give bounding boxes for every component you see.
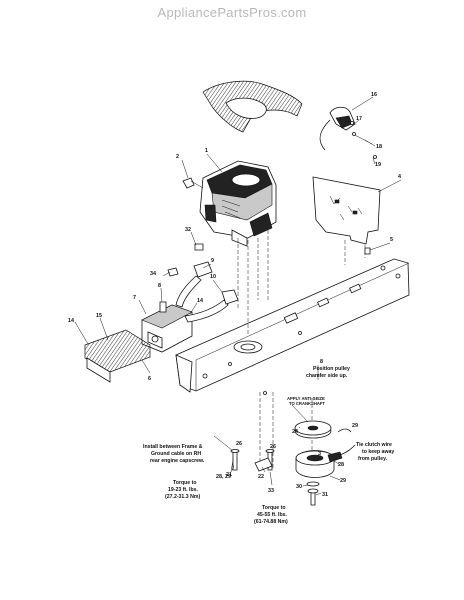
muffler-guard <box>84 329 151 383</box>
note-torque2-3: (61-74.88 Nm) <box>254 519 288 525</box>
callout-24: 24 <box>292 429 298 435</box>
callout-33: 33 <box>268 488 274 494</box>
note-clutch-wire-1: Tie clutch wire <box>356 442 392 448</box>
callout-14b: 14 <box>197 298 203 304</box>
callouts: 1 2 4 5 6 7 8 8 9 10 14 14 15 16 17 18 1… <box>68 92 401 498</box>
ignition-switch <box>319 106 373 151</box>
note-torque2-2: 45-55 ft. lbs. <box>257 512 288 518</box>
engine-shroud-cover <box>202 80 303 133</box>
callout-18: 18 <box>376 144 382 150</box>
callout-29: 29 <box>352 423 358 429</box>
note-torque1-3: (27.2-31.3 Nm) <box>165 494 200 500</box>
callout-8b: 8 <box>320 359 323 365</box>
note-anti-seize-2: TO CRANKSHAFT <box>289 401 325 406</box>
note-torque1-1: Torque to <box>173 480 197 486</box>
callout-9: 9 <box>211 258 214 264</box>
callout-14: 14 <box>68 318 74 324</box>
callout-8: 8 <box>158 283 161 289</box>
heat-shield <box>312 176 381 245</box>
callout-28-29: 28, 29 <box>216 474 231 480</box>
callout-31: 31 <box>322 492 328 498</box>
callout-10: 10 <box>210 274 216 280</box>
note-clutch-wire-2: to keep away <box>362 449 394 455</box>
alignment-lines <box>237 230 366 470</box>
callout-17: 17 <box>356 116 362 122</box>
callout-26: 26 <box>236 441 242 447</box>
engine-pulley <box>294 420 332 439</box>
tractor-frame <box>175 258 410 393</box>
note-torque2-1: Torque to <box>262 505 286 511</box>
electric-clutch <box>295 444 356 478</box>
callout-2: 2 <box>176 154 179 160</box>
note-position-pulley-1: Position pulley <box>313 366 350 372</box>
note-clutch-wire-3: from pulley. <box>358 456 388 462</box>
callout-28: 28 <box>338 462 344 468</box>
note-anti-seize-1: APPLY ANTI-SEIZE <box>287 396 325 401</box>
callout-15: 15 <box>96 313 102 319</box>
callout-1: 1 <box>205 148 208 154</box>
callout-5: 5 <box>390 237 393 243</box>
callout-21: 21 <box>226 472 232 478</box>
callout-7: 7 <box>133 295 136 301</box>
callout-3: 3 <box>318 451 321 457</box>
note-install-1: Install between Frame & <box>143 444 203 450</box>
callout-32: 32 <box>185 227 191 233</box>
callout-6: 6 <box>148 376 151 382</box>
callout-34: 34 <box>150 271 156 277</box>
fuel-fitting <box>182 177 204 189</box>
muffler <box>141 304 193 353</box>
callout-22: 22 <box>258 474 264 480</box>
assembly-notes: Position pulley chamfer side up. APPLY A… <box>143 366 394 525</box>
engine-block <box>199 160 277 247</box>
callout-19: 19 <box>375 162 381 168</box>
callout-29b: 29 <box>340 478 346 484</box>
note-install-3: rear engine capscrew. <box>150 458 205 464</box>
watermark-text: AppliancePartsPros.com <box>158 5 307 20</box>
exhaust-pipes <box>175 261 239 323</box>
callout-30: 30 <box>296 484 302 490</box>
note-position-pulley-2: chamfer side up. <box>306 373 348 379</box>
leader-lines <box>74 96 402 496</box>
hardware-fasteners <box>159 121 377 506</box>
callout-26b: 26 <box>270 444 276 450</box>
callout-16: 16 <box>371 92 377 98</box>
callout-4: 4 <box>398 174 401 180</box>
note-install-2: Ground cable on RH <box>151 451 201 457</box>
note-torque1-2: 19-23 ft. lbs. <box>168 487 199 493</box>
